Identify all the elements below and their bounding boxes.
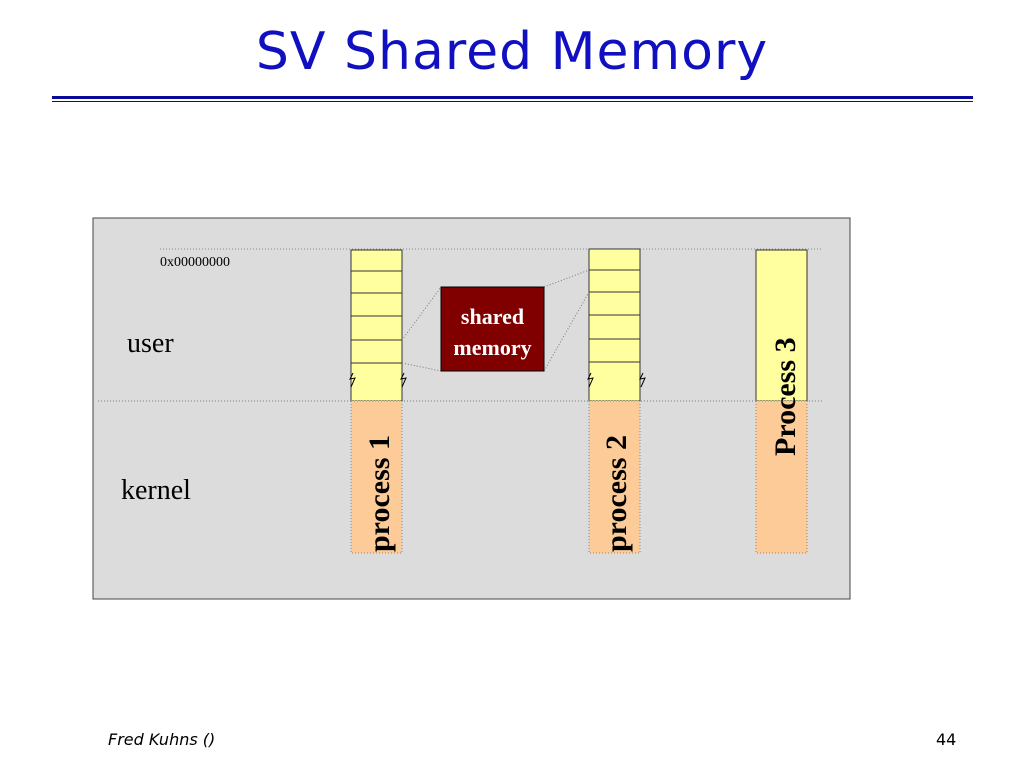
process2-label: process 2 <box>600 435 633 552</box>
slide-title: SV Shared Memory <box>255 22 769 82</box>
process1-kernel-region <box>350 400 403 554</box>
process3-user-region <box>755 249 808 402</box>
process3-label: Process 3 <box>769 337 802 456</box>
mapping-line <box>543 291 590 372</box>
break-mark-icon <box>587 372 594 388</box>
kernel-label: kernel <box>121 475 191 506</box>
mapping-line <box>543 269 590 288</box>
process3-kernel-region <box>755 400 808 554</box>
shared-memory-box <box>440 286 545 372</box>
shared-memory-label-line2: memory <box>453 335 531 360</box>
page-number: 44 <box>936 730 957 749</box>
process2-column: process 2 <box>587 248 646 554</box>
title-underline-thick <box>52 96 973 99</box>
process3-column: Process 3 <box>755 249 808 554</box>
mapping-line <box>401 362 442 372</box>
process2-kernel-region <box>588 400 641 554</box>
footer-author: Fred Kuhns () <box>108 730 216 749</box>
mapping-line <box>401 286 442 341</box>
address-label: 0x00000000 <box>160 255 230 270</box>
diagram-panel <box>92 217 851 600</box>
title-underline-thin <box>52 101 973 102</box>
process1-label: process 1 <box>363 435 396 552</box>
user-label: user <box>127 328 174 359</box>
break-mark-icon <box>639 372 646 388</box>
break-mark-icon <box>400 372 407 388</box>
process1-user-region <box>350 249 403 402</box>
process1-column: process 1 <box>349 249 407 554</box>
shared-memory-label-line1: shared <box>461 304 524 329</box>
process2-user-region <box>588 248 641 402</box>
break-mark-icon <box>349 372 356 388</box>
